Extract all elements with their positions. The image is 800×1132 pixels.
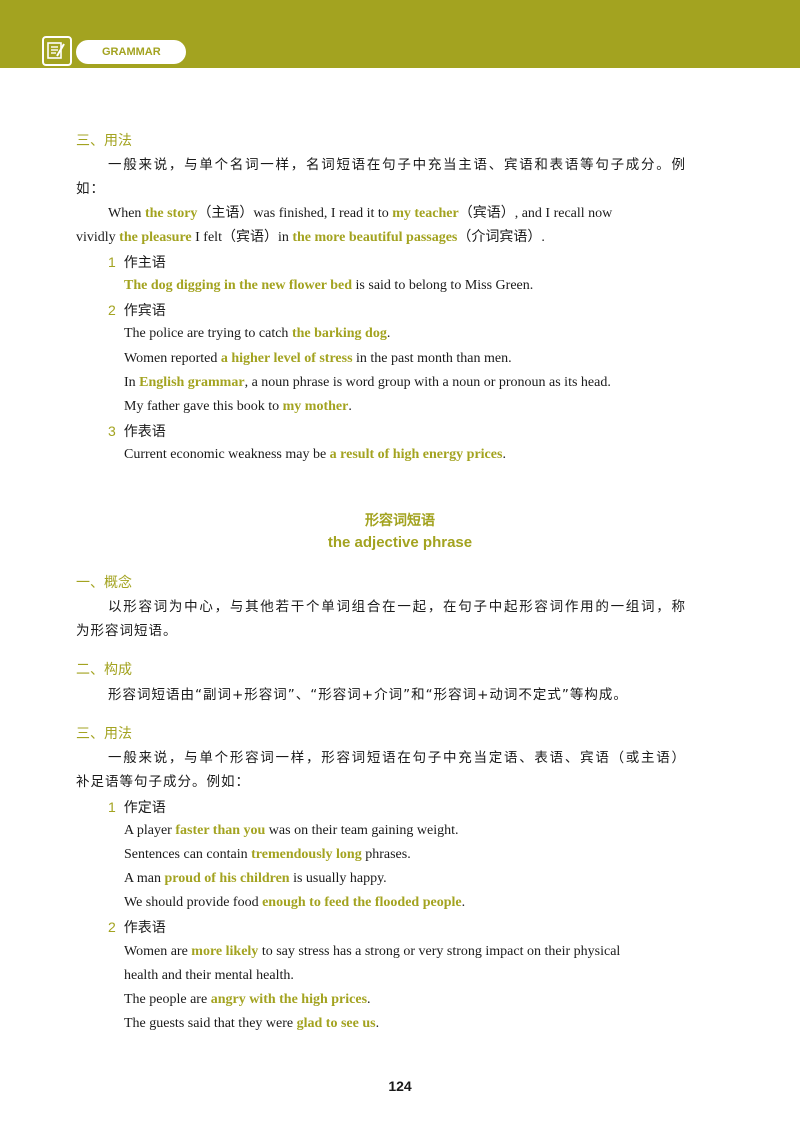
highlight-phrase: The dog digging in the new flower bed <box>124 278 353 293</box>
highlight-phrase: a higher level of stress <box>220 351 353 366</box>
structure-line1: 形容词短语由“副词+形容词”、“形容词+介词”和“形容词+动词不定式”等构成。 <box>108 687 628 703</box>
highlight-phrase: the barking dog <box>291 326 387 341</box>
example-sentence: The guests said that they were glad to s… <box>124 1016 380 1031</box>
example-sentence: Sentences can contain tremendously long … <box>124 847 411 862</box>
highlight-phrase: my mother <box>282 399 349 414</box>
example-sentence: The police are trying to catch the barki… <box>124 326 391 341</box>
example-sentence: vividly the pleasure I felt（宾语）in the mo… <box>76 230 545 245</box>
highlight-phrase: angry with the high prices <box>210 992 368 1007</box>
highlight-phrase: the more beautiful passages <box>292 230 458 245</box>
adj-usage-line1: 一般来说，与单个形容词一样，形容词短语在句子中充当定语、表语、宾语（或主语） <box>108 750 686 766</box>
usage-intro-line1: 一般来说，与单个名词一样，名词短语在句子中充当主语、宾语和表语等句子成分。例 <box>108 157 686 173</box>
concept-line2: 为形容词短语。 <box>76 623 178 639</box>
usage-heading: 三、用法 <box>76 133 132 149</box>
example-sentence: Current economic weakness may be a resul… <box>124 447 506 462</box>
example-sentence: We should provide food enough to feed th… <box>124 895 466 910</box>
highlight-phrase: enough to feed the flooded people <box>262 895 462 910</box>
highlight-phrase: proud of his children <box>164 871 290 886</box>
page-number: 124 <box>388 1078 412 1094</box>
usage-intro-line2: 如： <box>76 181 105 197</box>
highlight-phrase: more likely <box>191 944 259 959</box>
header-bar: GRAMMAR <box>0 0 800 68</box>
highlight-phrase: glad to see us <box>296 1016 376 1031</box>
example-sentence: When the story（主语）was finished, I read i… <box>108 206 613 221</box>
adj-usage-heading: 三、用法 <box>76 726 132 742</box>
highlight-phrase: the pleasure <box>119 230 192 245</box>
section-title-cn: 形容词短语 <box>365 513 435 529</box>
example-sentence: A man proud of his children is usually h… <box>124 871 387 886</box>
concept-line1: 以形容词为中心，与其他若干个单词组合在一起，在句子中起形容词作用的一组词，称 <box>108 599 686 615</box>
note-edit-icon <box>42 36 72 66</box>
example-sentence: Women reported a higher level of stress … <box>124 351 512 366</box>
example-sentence: A player faster than you was on their te… <box>124 823 459 838</box>
concept-heading: 一、概念 <box>76 575 132 591</box>
example-sentence: Women are more likely to say stress has … <box>124 944 621 959</box>
example-sentence-cont: health and their mental health. <box>124 968 294 983</box>
section-tag: GRAMMAR <box>76 40 186 64</box>
section-title-en: the adjective phrase <box>327 534 473 551</box>
highlight-phrase: the story <box>144 206 198 221</box>
example-sentence: The dog digging in the new flower bed is… <box>124 278 534 293</box>
highlight-phrase: tremendously long <box>251 847 362 862</box>
highlight-phrase: my teacher <box>392 206 459 221</box>
highlight-phrase: English grammar <box>139 375 245 390</box>
highlight-phrase: faster than you <box>175 823 266 838</box>
highlight-phrase: a result of high energy prices <box>329 447 503 462</box>
adj-usage-line2: 补足语等句子成分。例如： <box>76 774 250 790</box>
example-sentence: My father gave this book to my mother. <box>124 399 352 414</box>
example-sentence: The people are angry with the high price… <box>124 992 371 1007</box>
structure-heading: 二、构成 <box>76 662 132 678</box>
example-sentence: In English grammar, a noun phrase is wor… <box>124 375 611 390</box>
